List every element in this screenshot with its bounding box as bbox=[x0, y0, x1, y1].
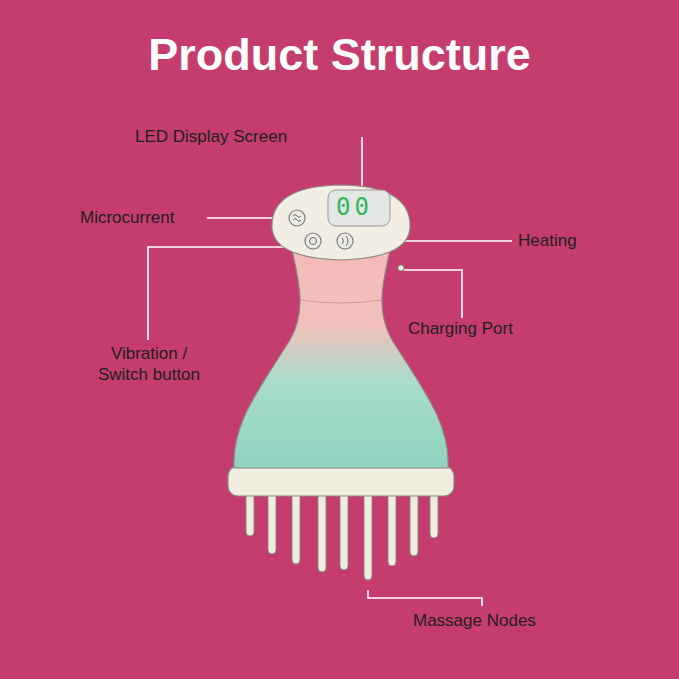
device-body bbox=[234, 250, 448, 468]
title: Product Structure bbox=[0, 28, 679, 82]
part-label: LED Display Screen bbox=[135, 126, 287, 147]
body-seam bbox=[300, 300, 382, 303]
charging-port bbox=[398, 265, 404, 271]
part-label: Microcurrent bbox=[80, 207, 174, 228]
base-band bbox=[228, 466, 454, 496]
part-label: Massage Nodes bbox=[413, 610, 536, 631]
part-label: Heating bbox=[518, 230, 577, 251]
massage-nodes bbox=[246, 492, 438, 580]
part-label: Vibration / Switch button bbox=[90, 343, 208, 385]
leader-lines bbox=[148, 137, 512, 606]
display-screen bbox=[328, 190, 390, 226]
display-digits: 00 bbox=[336, 192, 373, 222]
part-label: Charging Port bbox=[408, 318, 513, 339]
device-cap bbox=[272, 185, 410, 260]
